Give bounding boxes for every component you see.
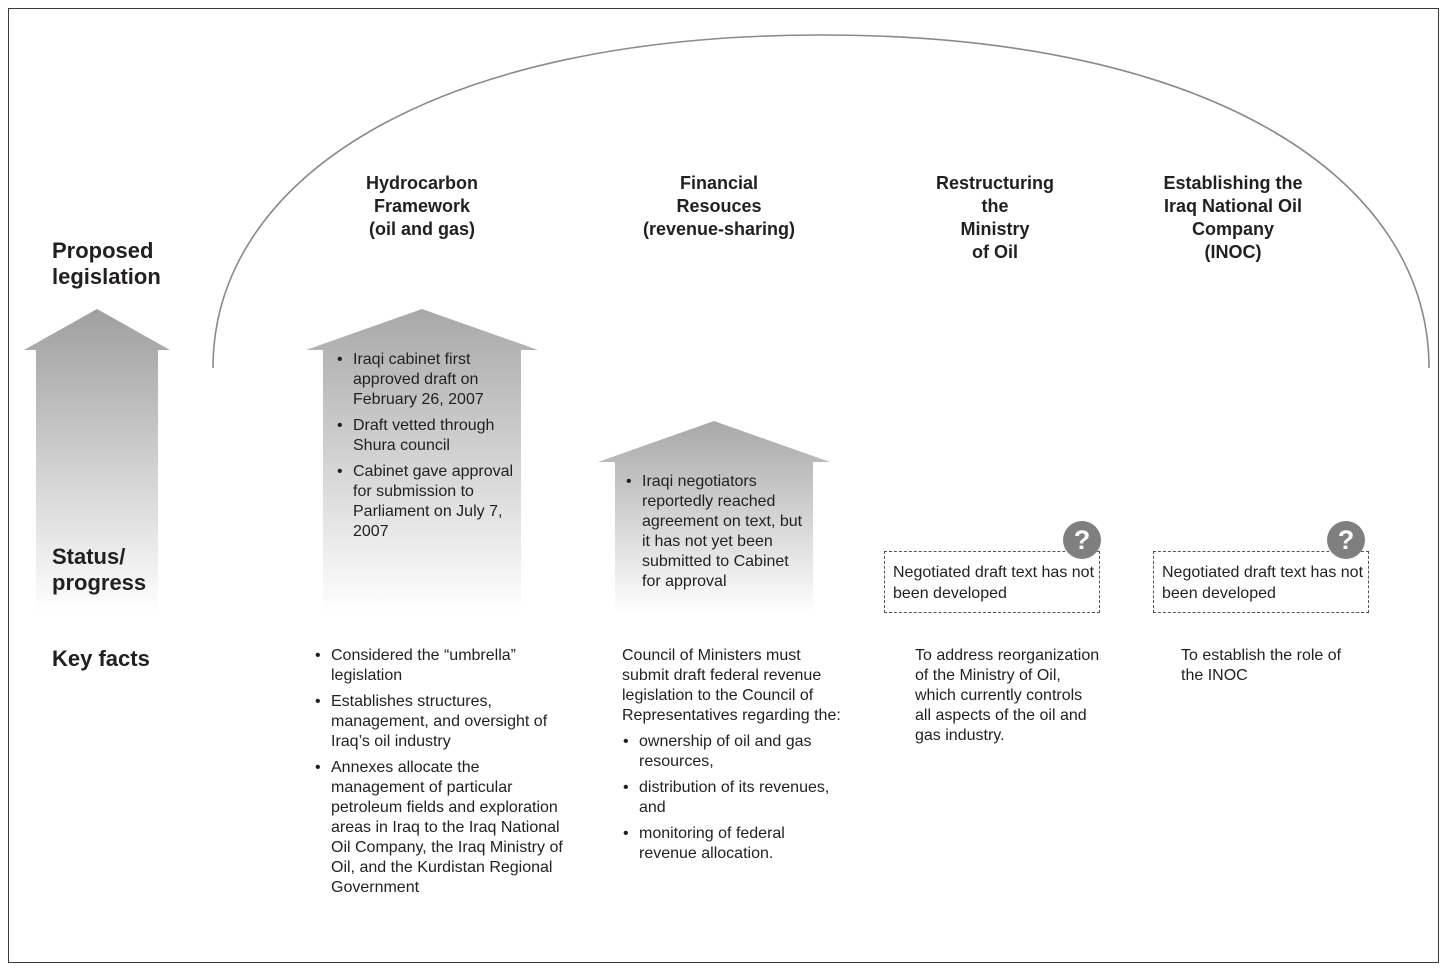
key-fact-bullet: ownership of oil and gas resources, — [622, 732, 847, 772]
key-facts-hydrocarbon: Considered the “umbrella” legislation Es… — [314, 646, 569, 904]
key-fact-bullet: Annexes allocate the management of parti… — [314, 758, 569, 898]
key-fact-bullet: distribution of its revenues, and — [622, 778, 847, 818]
figure-frame — [8, 8, 1439, 963]
key-facts-restructuring: To address reorganization of the Ministr… — [915, 647, 1100, 744]
status-bullet: Cabinet gave approval for submission to … — [336, 462, 521, 542]
heading-inoc: Establishing the Iraq National Oil Compa… — [1163, 173, 1303, 262]
question-mark-icon: ? — [1063, 521, 1101, 559]
status-bullet: Draft vetted through Shura council — [336, 416, 521, 456]
key-facts-intro: Council of Ministers must submit draft f… — [622, 647, 841, 724]
row-label-proposed-legislation: Proposed legislation — [52, 238, 161, 289]
heading-financial: Financial Resouces (revenue-sharing) — [642, 173, 796, 239]
status-box-restructuring: Negotiated draft text has not been devel… — [884, 551, 1100, 613]
status-financial: Iraqi negotiators reportedly reached agr… — [625, 472, 810, 598]
heading-hydrocarbon: Hydrocarbon Framework (oil and gas) — [365, 173, 479, 239]
status-arrow-left — [24, 309, 170, 614]
key-fact-bullet: Establishes structures, management, and … — [314, 692, 569, 752]
row-label-key-facts: Key facts — [52, 646, 150, 671]
key-fact-bullet: monitoring of federal revenue allocation… — [622, 824, 847, 864]
key-facts-inoc: To establish the role of the INOC — [1181, 647, 1342, 684]
status-box-inoc: Negotiated draft text has not been devel… — [1153, 551, 1369, 613]
status-bullet: Iraqi cabinet first approved draft on Fe… — [336, 350, 521, 410]
key-facts-financial: Council of Ministers must submit draft f… — [622, 646, 847, 870]
status-bullet: Iraqi negotiators reportedly reached agr… — [625, 472, 810, 592]
key-fact-bullet: Considered the “umbrella” legislation — [314, 646, 569, 686]
question-mark-icon: ? — [1327, 521, 1365, 559]
row-label-status-progress: Status/ progress — [52, 544, 147, 595]
status-hydrocarbon: Iraqi cabinet first approved draft on Fe… — [336, 350, 521, 548]
umbrella-arc — [212, 34, 1430, 369]
heading-restructuring: Restructuring the Ministry of Oil — [935, 173, 1054, 262]
